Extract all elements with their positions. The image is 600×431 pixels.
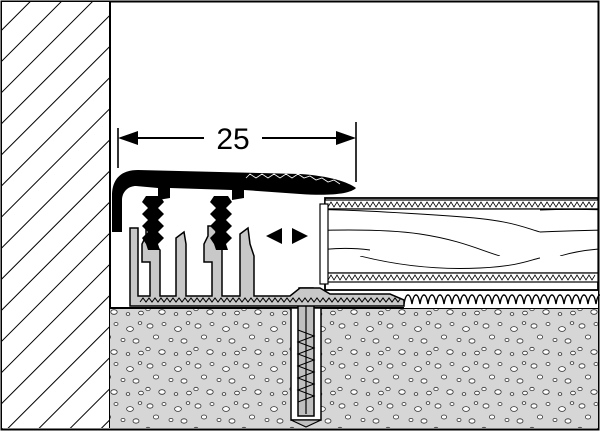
screed-floor [110, 307, 598, 428]
arrow-right-icon [292, 228, 308, 244]
movement-arrows [266, 228, 308, 244]
arrow-left-icon [266, 228, 282, 244]
dimension-label: 25 [216, 123, 249, 156]
laminate-plank [319, 197, 599, 291]
cover-profile [112, 170, 356, 250]
dimension-line: 25 [117, 122, 357, 182]
wall [2, 2, 111, 428]
screw-anchor [290, 287, 322, 428]
underlay [403, 289, 600, 308]
